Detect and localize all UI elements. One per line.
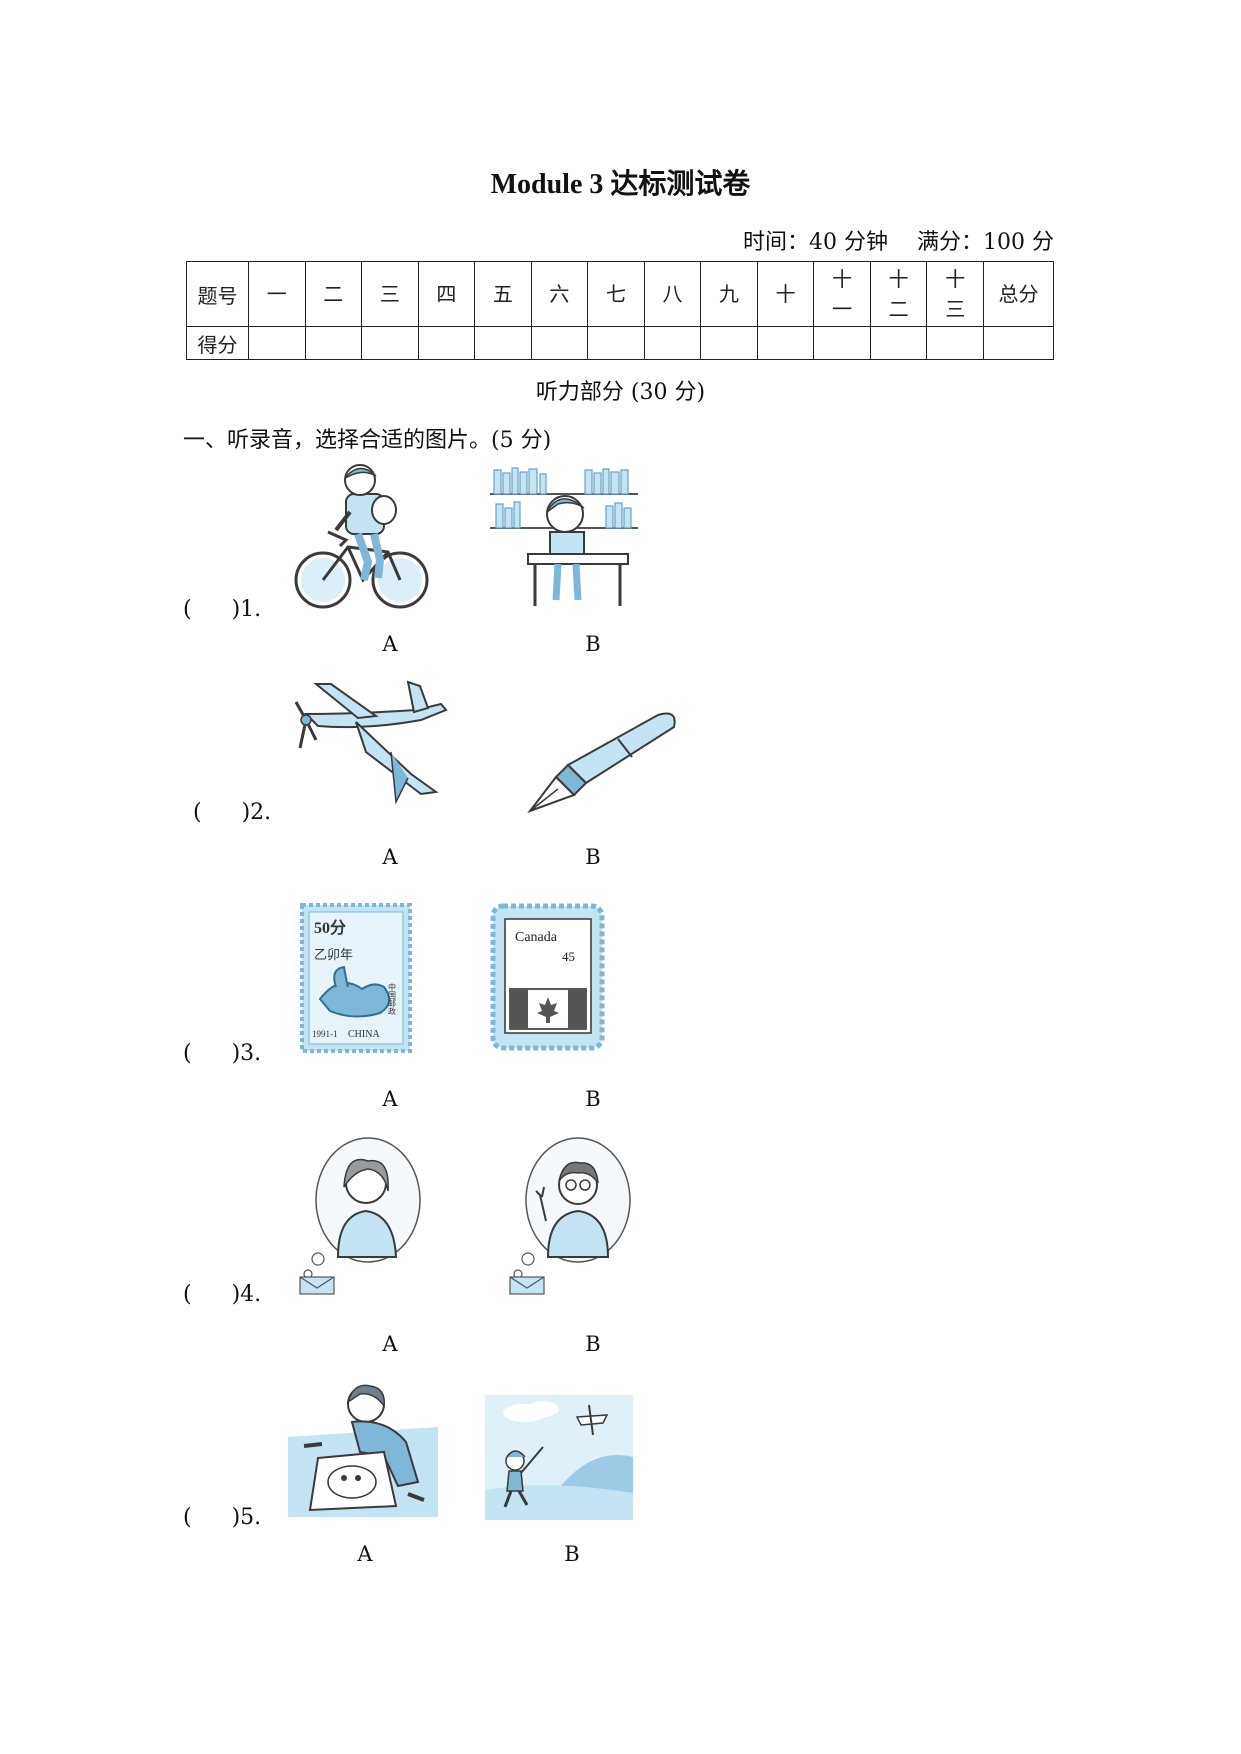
question-3-number: ()3. (183, 1041, 262, 1066)
score-cell[interactable] (700, 326, 758, 360)
score-table-row-label: 得分 (186, 326, 249, 360)
page-title: Module 3 达标测试卷 (490, 169, 751, 200)
fountain-pen-illustration (527, 712, 676, 814)
score-col-1: 一 (248, 261, 306, 327)
score-cell[interactable] (643, 326, 702, 360)
answer-blank[interactable]: ( (183, 1505, 192, 1530)
option-b-label: B (585, 1087, 601, 1111)
score-cell[interactable] (587, 326, 645, 360)
score-col-4: 四 (417, 261, 476, 327)
option-a-label: A (382, 1087, 398, 1111)
question-2-number: ()2. (193, 800, 272, 825)
china-stamp-illustration: 50分 乙卯年 1991-1 CHINA 中国邮政 (300, 903, 412, 1053)
option-a-label: A (382, 1332, 398, 1356)
score-col-5: 五 (474, 261, 532, 327)
answer-blank[interactable]: ( (183, 1041, 192, 1066)
score-cell[interactable] (248, 326, 306, 360)
option-a-label: A (382, 845, 398, 869)
score-cell[interactable] (474, 326, 532, 360)
question-1-number: ()1. (183, 597, 262, 622)
score-col-2: 二 (304, 261, 363, 327)
answer-blank[interactable]: ( (193, 800, 202, 825)
score-cell[interactable] (417, 326, 476, 360)
score-cell[interactable] (869, 326, 928, 360)
exam-full-score: 满分：100 分 (917, 230, 1054, 255)
answer-blank[interactable]: ( (183, 597, 192, 622)
option-b-label: B (564, 1542, 580, 1566)
stamp-a-value: 50分 (314, 919, 346, 937)
canada-stamp-illustration: Canada 45 (490, 903, 605, 1051)
woman-thinking-illustration (299, 1137, 421, 1295)
score-table-row-label: 题号 (186, 261, 249, 327)
toy-plane-illustration (294, 680, 448, 805)
score-col-6: 六 (530, 261, 589, 327)
question-4-number: ()4. (183, 1282, 262, 1307)
boy-drawing-illustration (288, 1384, 438, 1517)
option-b-label: B (585, 845, 601, 869)
option-b-label: B (585, 632, 601, 656)
score-col-7: 七 (587, 261, 645, 327)
score-col-8: 八 (643, 261, 702, 327)
stamp-b-value: 45 (562, 949, 575, 964)
score-table-header-row: 题号 一 二 三 四 五 六 七 八 九 十 十一 十二 十三 总分 (186, 261, 1054, 327)
section-1-title: 一、听录音，选择合适的图片。(5 分) (183, 428, 552, 453)
stamp-b-country: Canada (515, 930, 558, 945)
stamp-a-country: CHINA (348, 1029, 380, 1040)
man-thinking-illustration (509, 1137, 631, 1295)
stamp-a-year: 乙卯年 (314, 948, 353, 963)
score-cell[interactable] (926, 326, 984, 360)
bike-boy-illustration (294, 464, 429, 609)
answer-blank[interactable]: ( (183, 1282, 192, 1307)
score-cell[interactable] (530, 326, 589, 360)
option-a-label: A (357, 1542, 373, 1566)
score-table-score-row: 得分 (186, 326, 1054, 360)
stamp-a-code: 1991-1 (312, 1029, 338, 1039)
question-5-number: ()5. (183, 1505, 262, 1530)
option-a-label: A (382, 632, 398, 656)
exam-time: 时间：40 分钟 (743, 230, 888, 255)
score-cell[interactable] (756, 326, 815, 360)
score-cell-total[interactable] (983, 326, 1054, 360)
score-col-3: 三 (361, 261, 419, 327)
listening-heading: 听力部分 (30 分) (535, 380, 706, 405)
score-cell[interactable] (361, 326, 419, 360)
score-cell[interactable] (304, 326, 363, 360)
score-col-10: 十 (756, 261, 815, 327)
score-table: 题号 一 二 三 四 五 六 七 八 九 十 十一 十二 十三 总分 得分 (186, 261, 1054, 360)
boy-flying-plane-illustration (485, 1395, 633, 1520)
score-col-13: 十三 (926, 261, 984, 327)
score-cell[interactable] (813, 326, 871, 360)
reading-boy-illustration (490, 467, 638, 606)
score-col-11: 十一 (813, 261, 871, 327)
score-col-9: 九 (700, 261, 758, 327)
exam-meta: 时间：40 分钟 满分：100 分 (721, 224, 1054, 256)
option-b-label: B (585, 1332, 601, 1356)
stamp-a-side-text: 中国邮政 (388, 982, 397, 1016)
score-col-total: 总分 (983, 261, 1054, 327)
score-col-12: 十二 (869, 261, 928, 327)
